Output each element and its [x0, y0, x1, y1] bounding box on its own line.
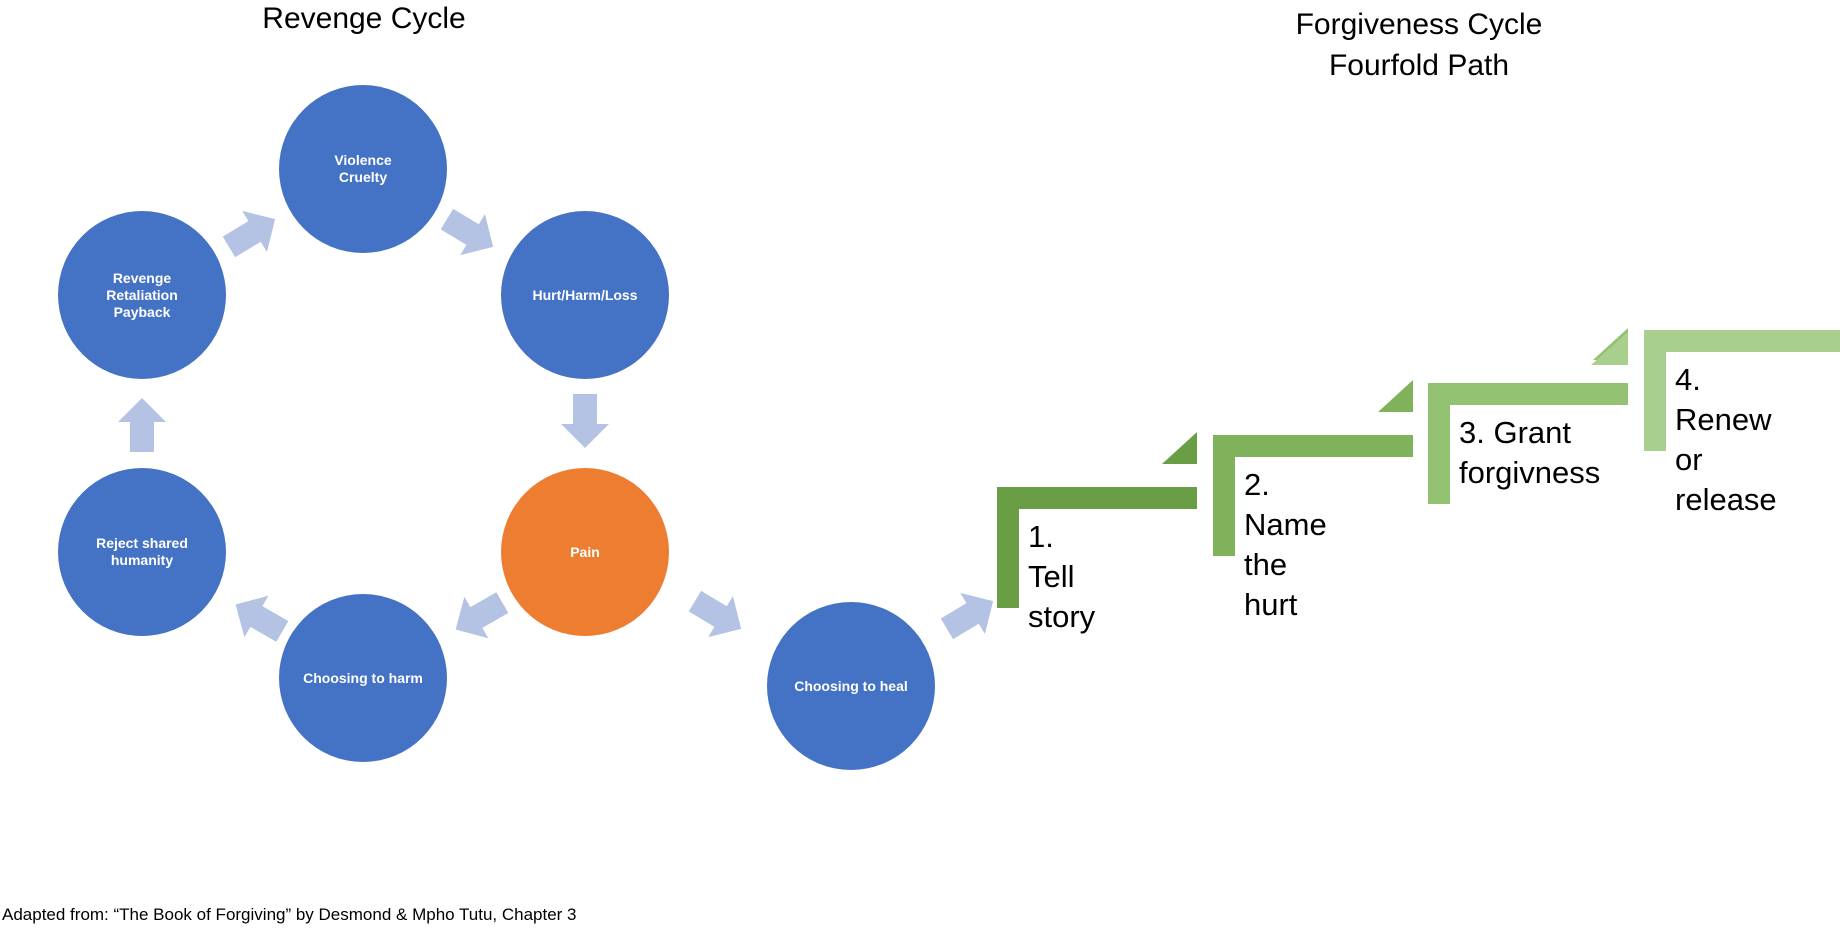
arrow-revenge-to-violence: [216, 199, 287, 268]
node-choosing-to-heal: Choosing to heal: [767, 602, 935, 770]
source-footnote: Adapted from: “The Book of Forgiving” by…: [2, 905, 577, 924]
node-violence-cruelty: Violence Cruelty: [279, 85, 447, 253]
step-2-label: 2. Name the hurt: [1244, 467, 1327, 622]
node-pain-label: Pain: [570, 543, 600, 560]
step-4-label: 4. Renew or release: [1675, 362, 1777, 517]
node-revenge-label: Revenge Retaliation Payback: [106, 269, 178, 320]
arrow-choosing-harm-to-reject: [224, 584, 295, 653]
arrow-hurt-to-pain: [561, 394, 609, 448]
step-4-shape: [1644, 330, 1840, 451]
node-hurt-label: Hurt/Harm/Loss: [532, 286, 638, 303]
step-2-shape: [1213, 380, 1413, 556]
node-choosing-harm-label: Choosing to harm: [303, 669, 423, 686]
step-1-shape: [997, 432, 1197, 608]
node-reject-label: Reject shared humanity: [96, 535, 188, 568]
forgiveness-title-line2: Fourfold Path: [1328, 49, 1510, 82]
node-reject-shared-humanity: Reject shared humanity: [58, 468, 226, 636]
forgiveness-cycle-title: Forgiveness Cycle Fourfold Path: [1239, 4, 1599, 86]
forgiveness-title-line1: Forgiveness Cycle: [1295, 8, 1543, 41]
arrow-reject-to-revenge: [118, 398, 166, 452]
node-pain: Pain: [501, 468, 669, 636]
node-choosing-to-harm: Choosing to harm: [279, 594, 447, 762]
arrow-pain-to-choosing-heal: [682, 581, 753, 650]
node-revenge-retaliation-payback: Revenge Retaliation Payback: [58, 211, 226, 379]
arrow-choosing-heal-to-step-1: [934, 581, 1005, 650]
revenge-cycle-title: Revenge Cycle: [219, 0, 509, 39]
revenge-cycle-title-text: Revenge Cycle: [262, 2, 466, 35]
step-3-label: 3. Grant forgivness: [1459, 415, 1601, 490]
arrow-pain-to-choosing-harm: [444, 582, 515, 651]
node-hurt-harm-loss: Hurt/Harm/Loss: [501, 211, 669, 379]
arrow-violence-to-hurt: [434, 199, 505, 268]
node-choosing-heal-label: Choosing to heal: [794, 677, 908, 694]
node-violence-label: Violence Cruelty: [334, 152, 392, 185]
step-4-corner-shape: [1591, 332, 1628, 365]
step-1-label: 1. Tell story: [1028, 519, 1096, 634]
